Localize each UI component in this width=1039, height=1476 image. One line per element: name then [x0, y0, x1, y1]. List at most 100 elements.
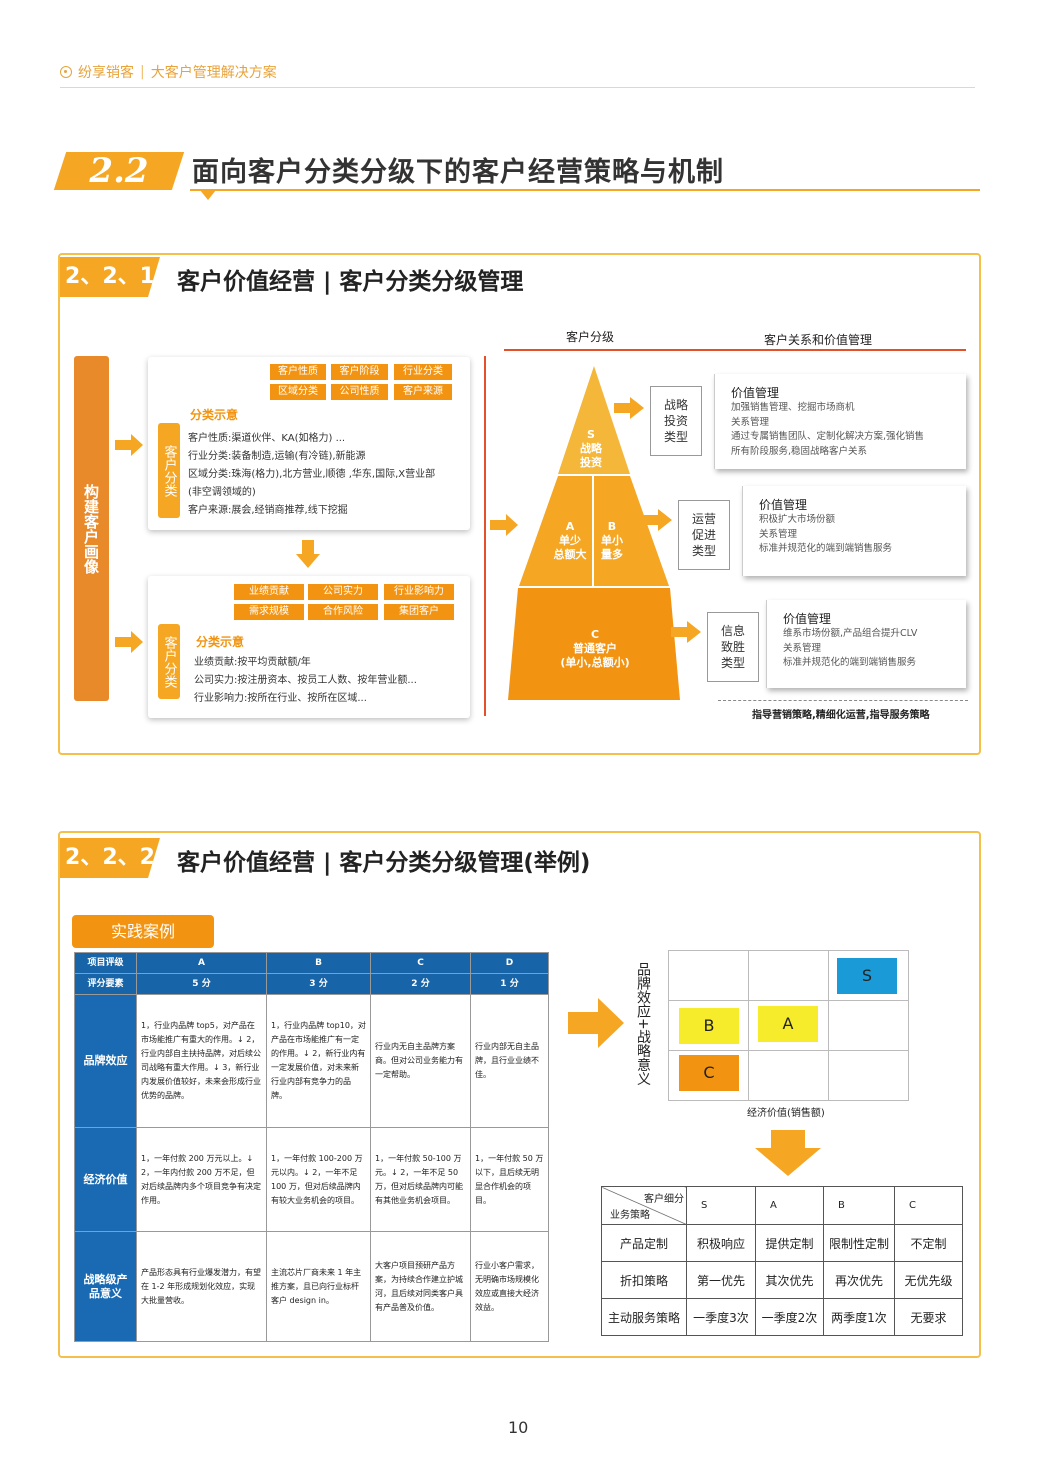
table-cell: 1，一年付款 50-100 万元。↓ 2，一年不足 50 万，但对后续品牌内可能…: [370, 1127, 471, 1232]
strategy-cell: 限制性定制: [823, 1224, 895, 1262]
tier-letter: A: [565, 520, 575, 533]
matrix-cell: [828, 1050, 909, 1101]
header-divider: |: [140, 64, 145, 80]
strategy-cell: 再次优先: [823, 1261, 895, 1299]
arrow-right-icon: [115, 434, 143, 456]
header: 纷享销客 | 大客户管理解决方案: [60, 62, 277, 82]
subsection-number-222: 2、2、2: [60, 838, 160, 878]
pyramid-tier-s: [558, 366, 630, 474]
classification-tag: 需求规模: [234, 604, 304, 620]
section-rule: [190, 189, 980, 191]
classification-tag: 行业影响力: [384, 584, 454, 600]
type-label: 运营促进类型: [678, 500, 730, 570]
value-card-line: 通过专属销售团队、定制化解决方案,强化销售: [731, 431, 925, 442]
line: 客户性质:渠道伙伴、KA(如格力) ...: [188, 433, 346, 444]
strategy-label: 主动服务策略: [601, 1298, 687, 1336]
strategy-cell: 第一优先: [686, 1261, 756, 1299]
header-rule: [60, 87, 975, 88]
value-card-title: 价值管理: [783, 612, 832, 626]
segment-head: C: [894, 1186, 963, 1225]
matrix-cell: [828, 1000, 909, 1051]
header-grade: D: [470, 952, 549, 974]
tier-line: 单少: [559, 534, 581, 547]
classification-tag: 客户性质: [270, 364, 326, 380]
matrix-cell: [748, 950, 829, 1001]
value-card-line: 积极扩大市场份额: [759, 514, 836, 525]
row-label: 品牌效应: [74, 994, 137, 1128]
tier-line: 单小: [601, 534, 623, 547]
type-label-line: 促进: [691, 528, 716, 542]
table-cell: 大客户项目预研产品方案，为持续合作建立护城河，且后续对同类客户具有产品普及价值。: [370, 1231, 471, 1342]
matrix-box-s: S: [837, 958, 897, 994]
table-cell: 1，一年付款 50 万以下，且后续无明显合作机会的项目。: [470, 1127, 549, 1232]
value-card: 价值管理加强销售管理、挖掘市场商机关系管理通过专属销售团队、定制化解决方案,强化…: [714, 374, 966, 469]
classification-tag: 区域分类: [270, 384, 326, 400]
line: 客户来源:展会,经销商推荐,线下挖掘: [188, 505, 348, 516]
tier-line: (单小,总额小): [560, 656, 630, 669]
tier-letter: B: [607, 520, 617, 533]
subsection-title-221: 客户价值经营 | 客户分类分级管理: [177, 269, 524, 295]
table-cell: 行业内部无自主品牌，且行业业绩不佳。: [470, 994, 549, 1128]
tier-line: 总额大: [553, 548, 587, 561]
matrix-box-c: C: [679, 1055, 739, 1091]
dotted-rule: [718, 700, 968, 701]
classification-tag: 业绩贡献: [234, 584, 304, 600]
value-card: 价值管理积极扩大市场份额关系管理标准并规范化的端到端销售服务: [742, 486, 966, 576]
matrix-box-b: B: [679, 1008, 739, 1044]
strategy-cell: 两季度1次: [823, 1298, 895, 1336]
segment-head: A: [755, 1186, 824, 1225]
header-score: 3 分: [266, 973, 371, 995]
subsection-number-221: 2、2、1: [60, 257, 160, 297]
tier-line: 投资: [580, 456, 602, 469]
arrow-down-icon: [296, 540, 320, 568]
pyramid-tier-c: [508, 588, 680, 700]
type-label: 信息致胜类型: [707, 612, 759, 682]
footer-note: 指导营销策略,精细化运营,指导服务策略: [752, 710, 930, 721]
classification-tag: 合作风险: [308, 604, 378, 620]
panel-222: [58, 831, 981, 1358]
brand-name: 纷享销客: [78, 65, 134, 81]
strategy-label: 折扣策略: [601, 1261, 687, 1299]
classification-hint-bottom: 分类示意: [196, 635, 245, 649]
arrow-right-icon: [671, 621, 701, 647]
segment-head: B: [823, 1186, 895, 1225]
tier-line: 普通客户: [573, 642, 617, 655]
strategy-cell: 无优先级: [894, 1261, 963, 1299]
matrix-cell: [748, 1050, 829, 1101]
section-notch: [200, 190, 216, 200]
tier-letter: S: [587, 428, 595, 441]
type-label-line: 类型: [691, 544, 716, 558]
matrix-box-a: A: [758, 1006, 818, 1042]
line: 区域分类:珠海(格力),北方营业,顺德 ,华东,国际,X营业部: [188, 469, 436, 480]
segment-head: S: [686, 1186, 756, 1225]
table-cell: 1，行业内品牌 top5，对产品在市场能推广有重大的作用。↓ 2，行业内部自主扶…: [136, 994, 267, 1128]
classification-tag: 公司性质: [331, 384, 388, 400]
header-grade: C: [370, 952, 471, 974]
value-card-title: 价值管理: [759, 498, 808, 512]
classification-tag: 公司实力: [308, 584, 378, 600]
value-card-line: 加强销售管理、挖掘市场商机: [731, 402, 855, 413]
table-cell: 产品形态具有行业爆发潜力，有望在 1-2 年形成规划化效应，实现大批量营收。: [136, 1231, 267, 1342]
header-rule-red: [504, 349, 966, 351]
column-header-tier: 客户分级: [566, 330, 615, 344]
type-label-line: 信息: [720, 624, 745, 638]
classification-lines-top: 客户性质:渠道伙伴、KA(如格力) ... 行业分类:装备制造,运输(有冷链),…: [188, 430, 468, 520]
page-number: 10: [508, 1418, 529, 1437]
table-cell: 1，一年付款 200 万元以上。↓ 2，一年内付款 200 万不足，但对后续品牌…: [136, 1127, 267, 1232]
value-card-line: 关系管理: [731, 416, 770, 428]
value-card-title: 价值管理: [731, 386, 780, 400]
line: (非空调领域的): [188, 487, 256, 498]
line: 公司实力:按注册资本、按员工人数、按年营业额...: [194, 675, 417, 686]
section-title: 面向客户分类分级下的客户经营策略与机制: [192, 157, 724, 188]
type-label: 战略投资类型: [650, 386, 702, 456]
customer-pyramid: [508, 366, 680, 700]
row-label: 经济价值: [74, 1127, 137, 1232]
strategy-cell: 提供定制: [755, 1224, 824, 1262]
tier-line: 战略: [580, 442, 602, 455]
case-button[interactable]: 实践案例: [72, 915, 214, 948]
column-header-relation: 客户关系和价值管理: [764, 333, 873, 347]
classification-tag: 客户来源: [394, 384, 452, 400]
